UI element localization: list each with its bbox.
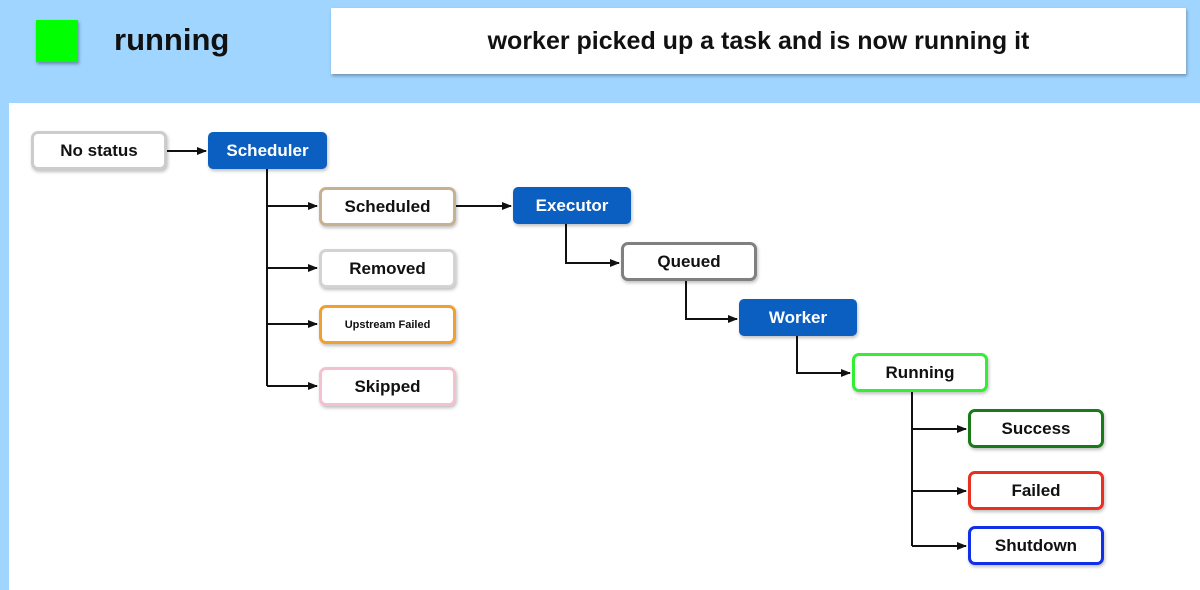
node-removed-label: Removed [349,258,426,278]
node-failed: Failed [968,471,1104,510]
node-queued-label: Queued [657,251,721,271]
node-removed: Removed [319,249,456,288]
edge-worker-running [796,336,851,377]
edge-executor-queued [565,224,620,267]
node-running-label: Running [885,362,955,382]
edge-queued-worker [685,281,738,323]
node-shutdown: Shutdown [968,526,1104,565]
status-name: running [114,22,230,57]
node-failed-label: Failed [1011,480,1061,500]
diagram-edges [167,147,967,550]
node-worker-label: Worker [768,307,828,327]
status-header: running worker picked up a task and is n… [0,0,1200,100]
node-skipped: Skipped [319,367,456,406]
node-shutdown-label: Shutdown [994,535,1078,555]
node-scheduler-label: Scheduler [226,140,309,160]
node-executor: Executor [513,187,631,224]
status-color-swatch [36,20,78,62]
node-queued: Queued [621,242,757,281]
node-executor-label: Executor [535,195,609,215]
node-upstream-failed-label: Upstream Failed [344,318,431,331]
node-scheduled-label: Scheduled [344,196,431,216]
node-no-status-label: No status [60,140,138,160]
node-no-status: No status [31,131,167,170]
status-description-text: worker picked up a task and is now runni… [487,26,1030,55]
status-description: worker picked up a task and is now runni… [331,8,1186,74]
node-worker: Worker [739,299,857,336]
state-diagram: No status Scheduler Scheduled Removed Up… [9,103,1200,590]
node-running: Running [852,353,988,392]
node-upstream-failed: Upstream Failed [319,305,456,344]
node-success-label: Success [1001,418,1071,438]
node-scheduler: Scheduler [208,132,327,169]
node-success: Success [968,409,1104,448]
node-skipped-label: Skipped [354,376,421,396]
node-scheduled: Scheduled [319,187,456,226]
